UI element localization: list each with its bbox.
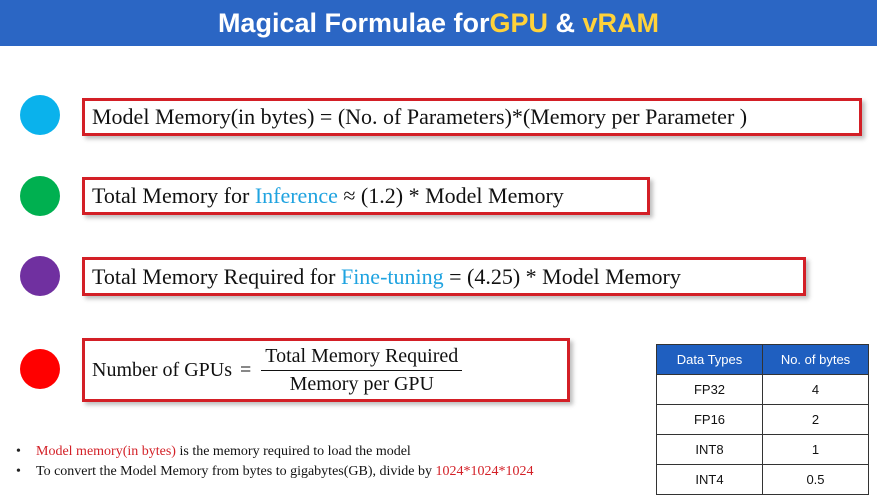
bullet-dot-red bbox=[20, 349, 60, 389]
table-header-row: Data Types No. of bytes bbox=[656, 344, 869, 375]
table-cell-bytes: 4 bbox=[762, 374, 869, 405]
table-row: INT4 0.5 bbox=[656, 464, 869, 495]
gpu-formula-equals: = bbox=[240, 358, 252, 381]
formula-model-memory: Model Memory(in bytes) = (No. of Paramet… bbox=[82, 98, 862, 136]
note2-highlight: 1024*1024*1024 bbox=[435, 464, 534, 479]
fraction: Total Memory Required Memory per GPU bbox=[261, 345, 463, 396]
table-cell-bytes: 1 bbox=[762, 434, 869, 465]
table-cell-bytes: 2 bbox=[762, 404, 869, 435]
note-item: • To convert the Model Memory from bytes… bbox=[16, 462, 534, 482]
fraction-numerator: Total Memory Required bbox=[261, 345, 463, 371]
table-row: FP16 2 bbox=[656, 404, 869, 435]
table-header-data-types: Data Types bbox=[656, 344, 763, 375]
table-row: INT8 1 bbox=[656, 434, 869, 465]
title-vram: vRAM bbox=[582, 7, 660, 38]
table-cell-type: INT8 bbox=[656, 434, 763, 465]
table-header-bytes: No. of bytes bbox=[762, 344, 869, 375]
note-bullet: • bbox=[16, 444, 21, 459]
formula-inference-memory: Total Memory for Inference ≈ (1.2) * Mod… bbox=[82, 177, 650, 215]
formula-model-memory-text: Model Memory(in bytes) = (No. of Paramet… bbox=[92, 104, 748, 129]
bullet-dot-purple bbox=[20, 256, 60, 296]
table-cell-type: FP32 bbox=[656, 374, 763, 405]
formula-inference-accent: Inference bbox=[254, 183, 338, 208]
notes-list: • Model memory(in bytes) is the memory r… bbox=[16, 442, 534, 482]
title-amp: & bbox=[548, 7, 583, 38]
table-row: FP32 4 bbox=[656, 374, 869, 405]
note-bullet: • bbox=[16, 464, 21, 479]
formula-finetuning-post: = (4.25) * Model Memory bbox=[443, 263, 681, 289]
table-cell-bytes: 0.5 bbox=[762, 464, 869, 495]
formula-inference-post: ≈ (1.2) * Model Memory bbox=[337, 183, 564, 208]
fraction-denominator: Memory per GPU bbox=[289, 372, 434, 395]
note1-text: is the memory required to load the model bbox=[175, 444, 411, 459]
formula-finetuning-accent: Fine-tuning bbox=[340, 263, 444, 289]
bullet-dot-green bbox=[20, 176, 60, 216]
note1-highlight: Model memory(in bytes) bbox=[36, 444, 176, 459]
table-cell-type: FP16 bbox=[656, 404, 763, 435]
bullet-dot-cyan bbox=[20, 95, 60, 135]
title-banner: Magical Formulae for GPU & vRAM bbox=[0, 0, 877, 46]
table-cell-type: INT4 bbox=[656, 464, 763, 495]
fraction-expression: Number of GPUs = Total Memory Required M… bbox=[92, 345, 463, 396]
formula-finetuning-memory: Total Memory Required for Fine-tuning = … bbox=[82, 257, 806, 296]
title-text: Magical Formulae for bbox=[217, 7, 490, 38]
gpu-formula-lhs: Number of GPUs bbox=[92, 358, 232, 381]
data-types-table: Data Types No. of bytes FP32 4 FP16 2 IN… bbox=[656, 344, 869, 495]
note2-text: To convert the Model Memory from bytes t… bbox=[36, 464, 436, 479]
formula-inference-pre: Total Memory for bbox=[92, 183, 255, 208]
formula-finetuning-pre: Total Memory Required for bbox=[92, 263, 341, 289]
title-gpu: GPU bbox=[489, 7, 549, 38]
note-item: • Model memory(in bytes) is the memory r… bbox=[16, 442, 534, 462]
formula-number-of-gpus: Number of GPUs = Total Memory Required M… bbox=[82, 338, 570, 402]
